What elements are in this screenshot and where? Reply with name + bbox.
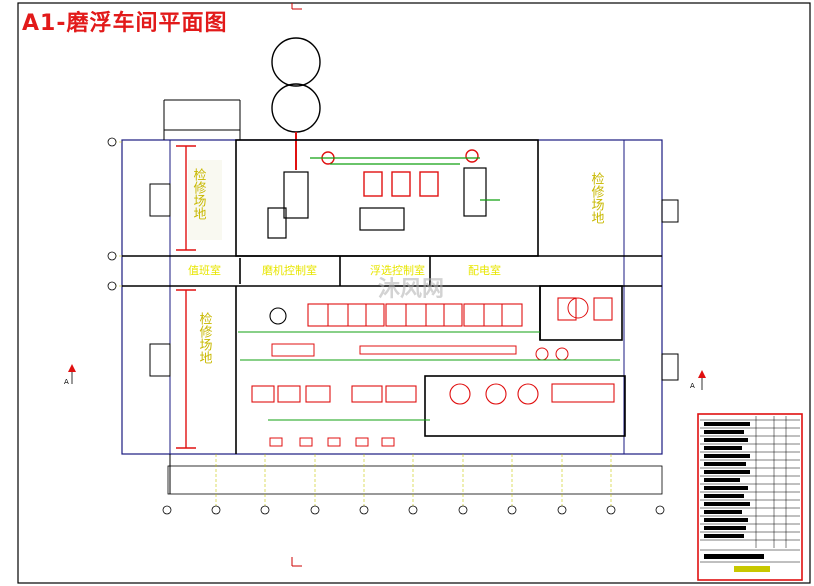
power-distribution-room-label: 配电室 <box>468 263 501 277</box>
thickener-tank-1 <box>271 37 321 87</box>
maintenance-area-tl-bg <box>188 160 222 240</box>
bottom-center-marker <box>291 557 302 567</box>
pipes-green-bottom <box>238 331 620 421</box>
section-marker-left: A <box>64 364 76 386</box>
maintenance-area-bottom-left: 检修场地 <box>197 312 213 364</box>
crane-rail-left <box>176 145 196 449</box>
side-doors <box>149 183 679 381</box>
grid-axis-bubbles <box>107 137 665 515</box>
flotation-cells-row-2 <box>271 343 569 361</box>
svg-text:A: A <box>64 378 69 386</box>
section-marker-right: A <box>690 370 706 390</box>
drawing-title: A1-磨浮车间平面图 <box>22 11 228 36</box>
duty-room-label: 值班室 <box>188 263 221 277</box>
flotation-cells-row-3 <box>251 297 615 405</box>
watermark: 沐风网 <box>378 277 444 302</box>
svg-text:A: A <box>690 382 695 390</box>
thickener-tank-2 <box>271 83 321 133</box>
mill-control-room-label: 磨机控制室 <box>262 263 317 277</box>
flotation-cells-row-1 <box>307 303 523 327</box>
drawing-frame <box>17 2 811 584</box>
mill-equipment-top <box>321 149 479 197</box>
pumps-bottom-row <box>269 437 395 447</box>
pipes-green-top <box>310 157 500 201</box>
mill-machine-1 <box>267 167 487 239</box>
walls <box>122 139 662 454</box>
grid-axis-lines <box>108 141 612 508</box>
title-block <box>697 413 803 581</box>
maintenance-area-top-left: 检修场地 <box>191 168 207 220</box>
maintenance-area-top-right: 检修场地 <box>589 172 605 224</box>
flotation-control-room-label: 浮选控制室 <box>370 263 425 277</box>
top-center-marker <box>291 3 302 10</box>
